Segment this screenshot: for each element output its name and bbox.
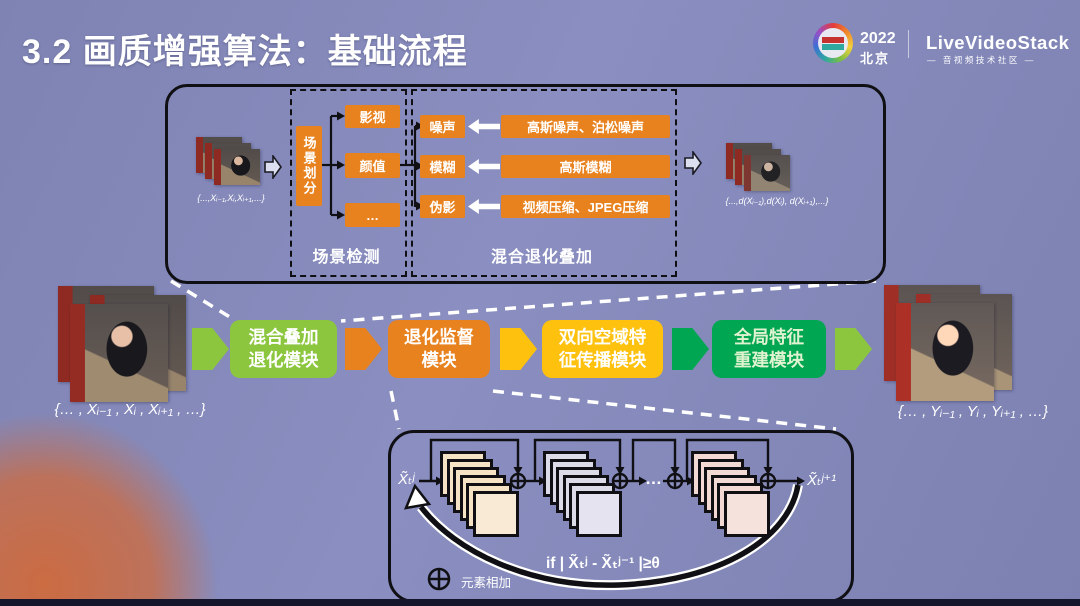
output-frames [882, 285, 1014, 403]
blur-source-box: 高斯模糊 [501, 155, 670, 178]
module-label: 重建模块 [734, 350, 804, 370]
block-output-label: X̃ₜʲ⁺¹ [807, 472, 837, 489]
legend-label: 元素相加 [461, 576, 512, 590]
input-frames [56, 286, 188, 404]
bottom-strip [0, 599, 1080, 606]
module-label: 双向空域特 [558, 326, 647, 347]
mix-degradation-group [411, 89, 677, 277]
ellipsis-label: … [645, 469, 662, 488]
network-connectors [403, 438, 805, 591]
branch-connectors [322, 111, 424, 220]
degradation-artifact-box: 伪影 [420, 195, 465, 218]
category-film-box: 影视 [345, 105, 400, 128]
supervision-detail-box: X̃ₜʲ … X̃ₜʲ⁺¹ if | X̃ₜʲ - X̃ₜʲ⁻¹ |≥θ 元素相… [388, 430, 854, 603]
arrow-right-icon [264, 155, 282, 179]
module-label: 混合叠加 [248, 326, 319, 347]
module-label: 退化模块 [248, 350, 319, 370]
module-bidirectional-propagation: 双向空域特 征传播模块 [542, 320, 663, 378]
plus-circle-icon [427, 567, 451, 591]
noise-source-box: 高斯噪声、泊松噪声 [501, 115, 670, 138]
page-title: 3.2 画质增强算法：基础流程 [22, 33, 468, 71]
scene-split-box: 场景划分 [296, 126, 322, 206]
conference-year: 2022 [860, 30, 896, 47]
category-beauty-box: 颜值 [345, 153, 400, 178]
module-mixed-degradation: 混合叠加 退化模块 [230, 320, 337, 378]
degradation-noise-box: 噪声 [420, 115, 465, 138]
degradation-blur-box: 模糊 [420, 155, 465, 178]
header-divider [908, 30, 909, 58]
module-label: 退化监督 [404, 326, 474, 347]
conference-logo-icon [813, 23, 853, 63]
module-label: 全局特征 [734, 326, 804, 347]
mix-degradation-label: 混合退化叠加 [490, 249, 593, 266]
module-degradation-supervision: 退化监督 模块 [388, 320, 490, 378]
category-more-box: … [345, 203, 400, 227]
arrow-right-icon [684, 151, 702, 175]
module-label: 模块 [421, 350, 457, 370]
artifact-source-box: 视频压缩、JPEG压缩 [501, 195, 670, 218]
scene-detect-label: 场景检测 [312, 249, 381, 266]
input-thumbnail [214, 149, 260, 185]
pipeline-output-label: {… , Yᵢ₋₁ , Yᵢ , Yᵢ₊₁ , …} [897, 403, 1049, 420]
conference-city: 北京 [860, 51, 891, 66]
frame-sequence-label: {...,Xᵢ₋₁,Xᵢ,Xᵢ₊₁,...} [197, 193, 265, 203]
brand-tagline: — 音视频技术社区 — [927, 55, 1036, 65]
pipeline-input-label: {… , Xᵢ₋₁ , Xᵢ , Xᵢ₊₁ , …} [54, 401, 206, 418]
block-input-label: X̃ₜʲ [398, 471, 415, 488]
brand-logo: LiveVideoStack [926, 32, 1070, 53]
degraded-sequence-label: {...,d(Xᵢ₋₁),d(Xᵢ), d(Xᵢ₊₁),...} [725, 196, 829, 206]
module-global-reconstruction: 全局特征 重建模块 [712, 320, 826, 378]
degradation-detail-box: {...,Xᵢ₋₁,Xᵢ,Xᵢ₊₁,...} 场景划分 [165, 84, 886, 284]
module-label: 征传播模块 [558, 350, 647, 370]
degraded-thumbnail [744, 155, 790, 191]
scene-detect-group [290, 89, 407, 277]
update-condition: if | X̃ₜʲ - X̃ₜʲ⁻¹ |≥θ [546, 555, 660, 572]
